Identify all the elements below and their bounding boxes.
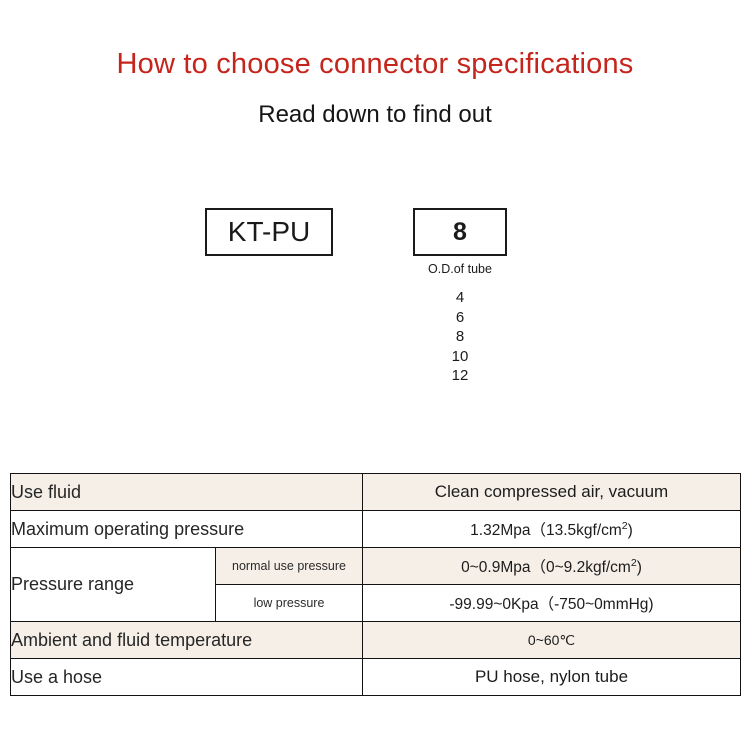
od-of-tube-caption: O.D.of tube bbox=[428, 262, 492, 276]
spec-value-use-a-hose: PU hose, nylon tube bbox=[362, 658, 741, 696]
table-row: Ambient and fluid temperature 0~60℃ bbox=[10, 621, 741, 659]
table-row: Use fluid Clean compressed air, vacuum bbox=[10, 473, 741, 511]
spec-sublabel-normal-use-pressure: normal use pressure bbox=[215, 547, 363, 585]
spec-sublabel-low-pressure: low pressure bbox=[215, 584, 363, 622]
value-text: 1.32Mpa（13.5kgf/cm bbox=[470, 522, 622, 539]
table-row: Maximum operating pressure 1.32Mpa（13.5k… bbox=[10, 510, 741, 548]
value-text: 0~0.9Mpa（0~9.2kgf/cm bbox=[461, 559, 631, 576]
value-superscript: 2 bbox=[621, 519, 628, 532]
od-option: 10 bbox=[451, 347, 469, 365]
page-subtitle: Read down to find out bbox=[258, 101, 492, 128]
spec-value-ambient-fluid-temperature: 0~60℃ bbox=[362, 621, 741, 659]
tube-size-code-box: 8 bbox=[413, 208, 507, 256]
spec-value-max-operating-pressure: 1.32Mpa（13.5kgf/cm2) bbox=[362, 510, 741, 548]
tube-size-code-value: 8 bbox=[453, 217, 467, 246]
od-option: 12 bbox=[451, 367, 469, 384]
series-code-value: KT-PU bbox=[227, 216, 311, 247]
series-code-box: KT-PU bbox=[205, 208, 333, 256]
spec-label-ambient-fluid-temperature: Ambient and fluid temperature bbox=[10, 621, 363, 659]
value-superscript: 2 bbox=[630, 556, 637, 569]
spec-value-use-fluid: Clean compressed air, vacuum bbox=[362, 473, 741, 511]
value-text-tail: ) bbox=[627, 522, 633, 539]
spec-label-max-operating-pressure: Maximum operating pressure bbox=[10, 510, 363, 548]
od-option-list: 4 6 8 10 12 bbox=[400, 288, 520, 386]
specification-table: Use fluid Clean compressed air, vacuum M… bbox=[10, 473, 741, 696]
od-option: 6 bbox=[455, 308, 465, 326]
od-option: 4 bbox=[455, 289, 465, 306]
spec-value-low-pressure: -99.99~0Kpa（-750~0mmHg) bbox=[362, 584, 741, 622]
spec-value-normal-use-pressure: 0~0.9Mpa（0~9.2kgf/cm2) bbox=[362, 547, 741, 585]
spec-label-use-fluid: Use fluid bbox=[10, 473, 363, 511]
spec-label-pressure-range: Pressure range bbox=[10, 547, 216, 622]
table-row: Use a hose PU hose, nylon tube bbox=[10, 658, 741, 696]
table-row: Pressure range normal use pressure 0~0.9… bbox=[10, 547, 741, 622]
value-text-tail: ) bbox=[636, 559, 642, 576]
page-title: How to choose connector specifications bbox=[116, 48, 634, 80]
od-option: 8 bbox=[455, 328, 465, 345]
spec-label-use-a-hose: Use a hose bbox=[10, 658, 363, 696]
